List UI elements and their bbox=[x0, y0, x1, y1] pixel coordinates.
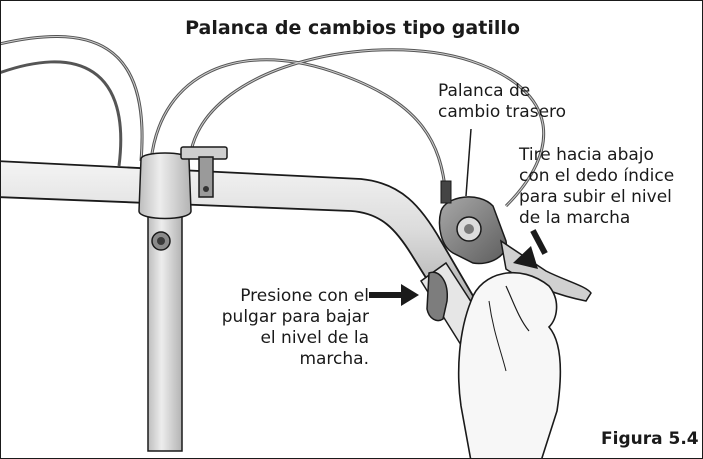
hand bbox=[457, 271, 562, 458]
cable-inner-highlight bbox=[1, 36, 545, 207]
rear-shifter-label: Palanca de cambio trasero bbox=[438, 81, 566, 123]
index-instruction-line: para subir el nivel bbox=[519, 187, 672, 207]
index-finger-instruction: Tire hacia abajo con el dedo índice para… bbox=[519, 145, 674, 229]
thumb-instruction-line: Presione con el bbox=[240, 286, 369, 306]
thumb-lever bbox=[426, 271, 448, 322]
thumb-instruction-line: el nivel de la bbox=[260, 328, 369, 348]
thumb-instruction-line: pulgar para bajar bbox=[221, 307, 369, 327]
index-arrow bbox=[513, 229, 548, 269]
index-instruction-line: de la marcha bbox=[519, 208, 631, 228]
figure-number: Figura 5.4 bbox=[601, 429, 699, 449]
rear-shifter-label-line: cambio trasero bbox=[438, 102, 567, 122]
thumb-instruction-line: marcha. bbox=[299, 349, 369, 369]
stem-clamp bbox=[138, 152, 192, 220]
rear-shifter-label-line: Palanca de bbox=[438, 81, 531, 101]
thumb-arrow bbox=[369, 284, 419, 306]
figure-title: Palanca de cambios tipo gatillo bbox=[185, 17, 520, 39]
rear-shifter-leader bbox=[465, 128, 472, 197]
index-instruction-line: Tire hacia abajo bbox=[519, 145, 654, 165]
thumb-instruction: Presione con el pulgar para bajar el niv… bbox=[179, 286, 369, 370]
index-instruction-line: con el dedo índice bbox=[519, 166, 675, 186]
